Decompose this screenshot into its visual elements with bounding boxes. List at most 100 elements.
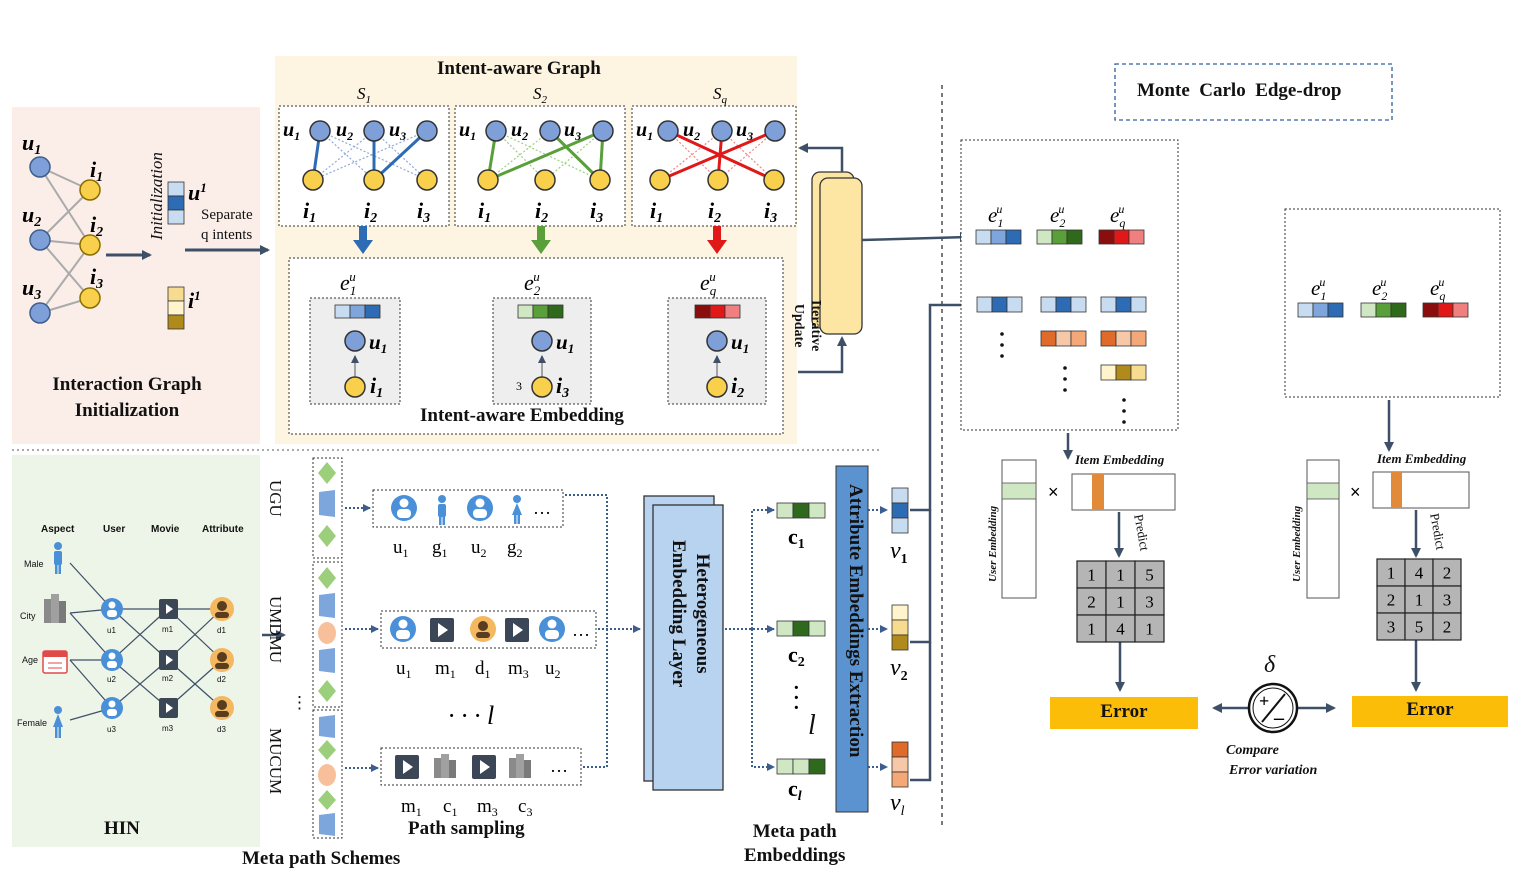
svg-text:cl: cl <box>788 776 802 804</box>
svg-text:d1: d1 <box>475 658 491 681</box>
scheme-ugu-label: UGU <box>266 480 285 517</box>
svg-text:c1: c1 <box>443 796 457 819</box>
svg-text:m3: m3 <box>508 658 529 681</box>
svg-text:m1: m1 <box>401 796 422 819</box>
svg-text:e1u: e1u <box>988 202 1003 230</box>
scheme-ugu-box <box>312 457 343 559</box>
left-matrix-value: 2 <box>1087 593 1096 612</box>
hin-user-u2: u2 <box>107 675 116 684</box>
separate-label-line2: q intents <box>201 227 253 243</box>
path-ugu: … u1 g1 u2 g2 <box>345 489 564 560</box>
v-vectors: v1 v2 vl <box>890 487 909 819</box>
iterative-update-block <box>798 143 970 374</box>
aspect-age-label: Age <box>22 655 39 665</box>
heterogeneous-label-line1: Heterogeneous <box>692 553 713 674</box>
svg-text:…: … <box>572 620 590 640</box>
svg-text:g2: g2 <box>507 537 523 560</box>
meta-path-embeddings-line1: Meta path <box>752 821 837 842</box>
user-embedding-label-left: User Embedding <box>987 505 999 582</box>
left-matrix-cell <box>1105 614 1136 643</box>
interaction-init-title-line1: Interaction Graph <box>52 374 202 395</box>
dropped-embeddings: e1u e2u equ <box>1297 275 1469 318</box>
compare-label-line2: Error variation <box>1229 763 1318 778</box>
meta-path-embeddings-title: Meta path Embeddings <box>744 820 845 868</box>
iterative-update-line2: Update <box>791 303 806 348</box>
init-item-vector: i1 <box>167 286 201 330</box>
path-to-hetero-connectors <box>565 494 641 768</box>
l-label: l <box>808 710 816 741</box>
heterogeneous-label: Heterogeneous Embedding Layer <box>666 540 714 687</box>
svg-text:v1: v1 <box>890 538 908 567</box>
right-matrix-value: 3 <box>1387 618 1396 637</box>
right-matrix-cell <box>1404 585 1434 614</box>
right-matrix-value: 1 <box>1415 591 1424 610</box>
hin-header-aspect: Aspect <box>41 524 75 535</box>
left-matrix-cell <box>1076 614 1107 643</box>
svg-text:+: + <box>1259 691 1269 711</box>
embedding-pool-box <box>960 139 1179 431</box>
hin-movie-m2: m2 <box>162 674 174 683</box>
right-matrix-cell <box>1404 558 1434 587</box>
svg-text:c1: c1 <box>788 524 805 552</box>
svg-text:u2: u2 <box>471 537 487 560</box>
interaction-init-title: Interaction Graph Initialization <box>42 372 212 424</box>
svg-text:×: × <box>1048 482 1059 502</box>
left-matrix-value: 3 <box>1145 593 1154 612</box>
left-matrix-cell <box>1134 560 1165 589</box>
aspect-female-label: Female <box>17 718 48 728</box>
svg-text:…: … <box>550 756 568 776</box>
city-icon <box>44 594 66 623</box>
separate-label: Separate q intents <box>201 205 253 245</box>
svg-text:m3: m3 <box>477 796 498 819</box>
compare-label: Compare Error variation <box>1226 741 1317 781</box>
monte-carlo-title: Monte Carlo Edge-drop <box>1137 80 1342 101</box>
monte-carlo-box <box>1114 63 1393 121</box>
left-matrix-value: 1 <box>1116 593 1125 612</box>
c-vectors: c1 c2 cl · · · <box>776 502 826 804</box>
hin-header-user: User <box>103 524 126 535</box>
svg-text:–: – <box>1273 707 1285 729</box>
scheme-mucum-box <box>312 709 343 839</box>
svg-text:c3: c3 <box>518 796 532 819</box>
scheme-umdmu-box <box>312 561 343 708</box>
male-icon <box>54 542 62 574</box>
hin-movie-nodes <box>159 599 178 718</box>
compare-label-line1: Compare <box>1226 743 1279 758</box>
svg-text:×: × <box>1350 482 1361 502</box>
scheme-mucum-label: MUCUM <box>266 728 285 795</box>
hin-attr-d3: d3 <box>217 725 226 734</box>
hin-attribute-nodes <box>210 597 234 720</box>
path-sampling-title: Path sampling <box>408 818 525 839</box>
aspect-male-label: Male <box>24 559 44 569</box>
svg-text:e1u: e1u <box>340 269 356 298</box>
stray-3-label: 3 <box>516 379 522 393</box>
svg-text:g1: g1 <box>432 537 448 560</box>
iterative-update-line1: Iterative <box>808 300 823 352</box>
svg-text:m1: m1 <box>435 658 456 681</box>
svg-text:c2: c2 <box>788 642 805 670</box>
intent-embed-1: e1u u1 i1 <box>309 269 401 405</box>
svg-text:u2: u2 <box>545 658 561 681</box>
svg-text:e1u: e1u <box>1311 275 1326 303</box>
left-prediction: × <box>1001 459 1198 729</box>
left-matrix-value: 1 <box>1087 620 1096 639</box>
svg-text:·: · <box>793 697 800 719</box>
path-mucum: … m1 c1 m3 c3 <box>345 747 582 819</box>
user-embedding-label-right: User Embedding <box>1291 505 1303 582</box>
left-matrix-value: 1 <box>1145 620 1154 639</box>
hetero-to-c-connectors <box>725 506 775 771</box>
svg-text:·: · <box>793 677 800 699</box>
svg-text:u1: u1 <box>396 658 412 681</box>
svg-text:v2: v2 <box>890 655 908 684</box>
svg-text:e2u: e2u <box>524 269 541 298</box>
svg-text:…: … <box>533 498 551 518</box>
hin-attr-d2: d2 <box>217 675 226 684</box>
aspect-city-label: City <box>20 611 36 621</box>
item-embedding-label-left: Item Embedding <box>1075 452 1165 467</box>
intent-embed-q: equ u1 i2 <box>667 269 767 405</box>
path-dots-l: · · · l <box>448 701 494 730</box>
